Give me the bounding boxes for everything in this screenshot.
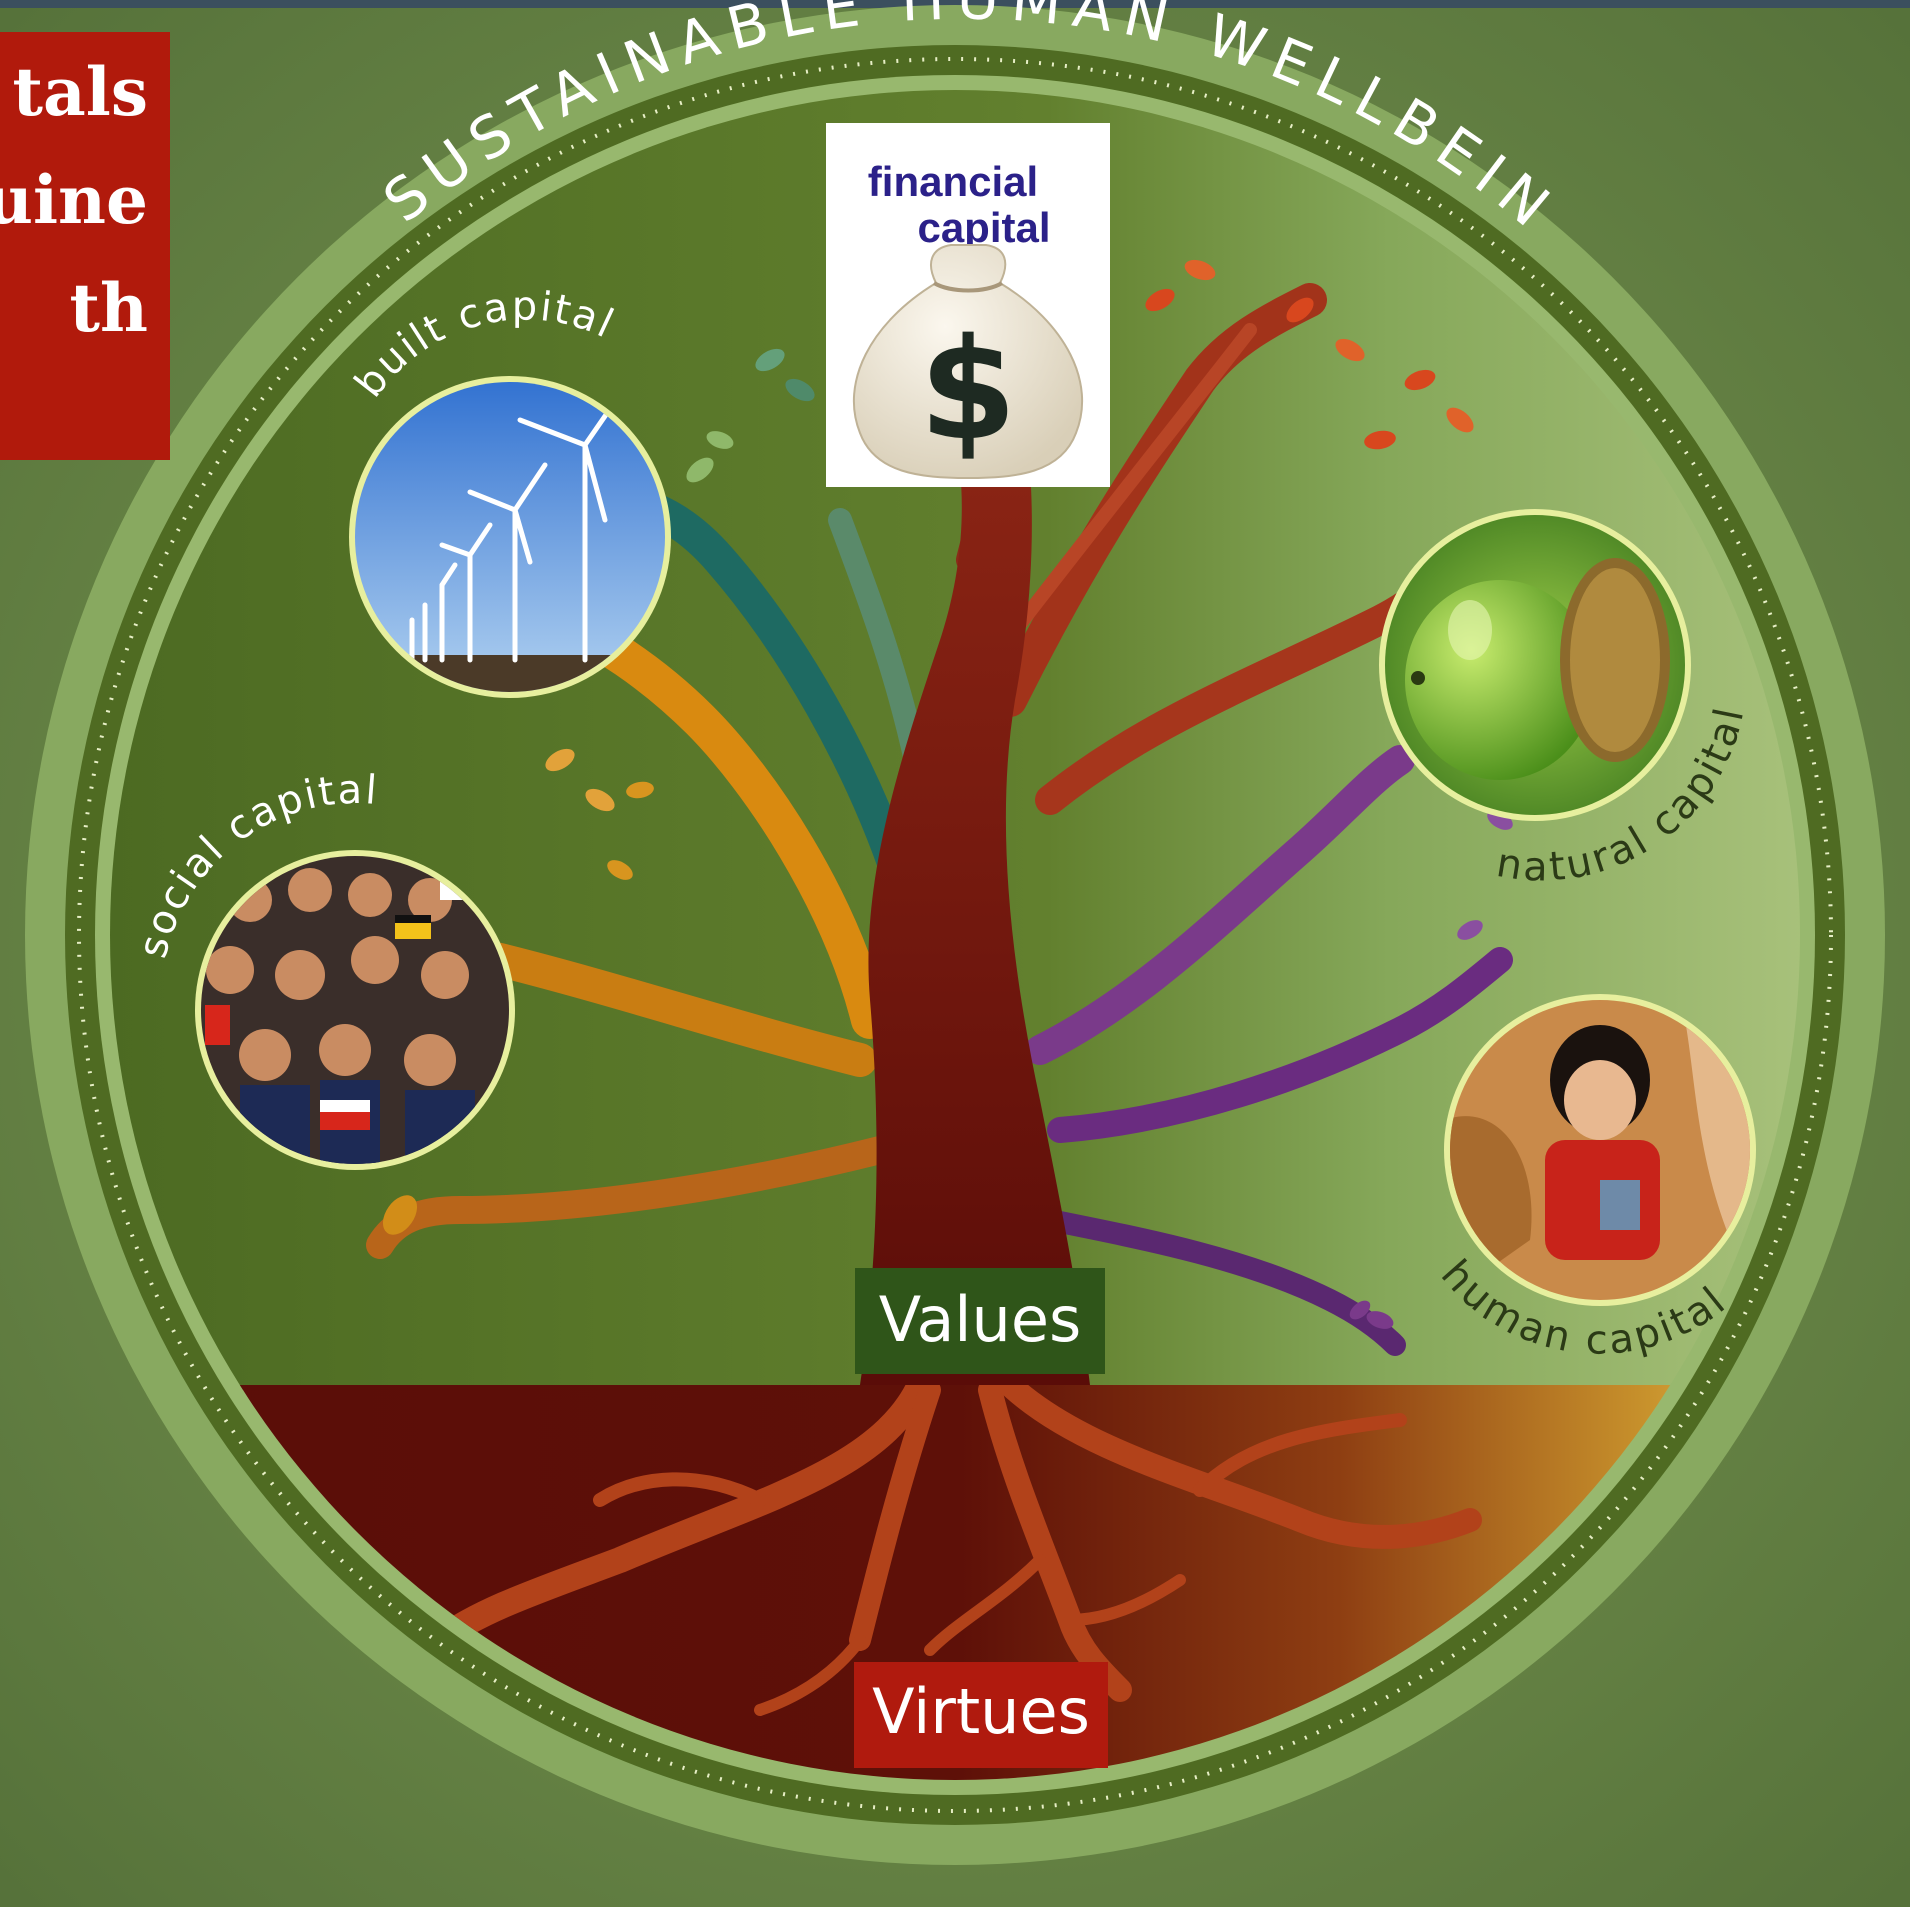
tree-trunk	[860, 470, 1090, 1385]
social-capital-photo	[195, 850, 515, 1170]
title-box: tals uine th	[0, 32, 170, 460]
financial-capital-card: financial capital $	[826, 123, 1110, 487]
branch-human	[1025, 745, 1415, 1065]
natural-capital-photo	[1379, 509, 1691, 821]
values-label: Values	[855, 1268, 1105, 1374]
human-capital-photo	[1444, 994, 1756, 1306]
title-line-3: th	[69, 269, 148, 347]
virtues-label: Virtues	[854, 1662, 1108, 1768]
svg-text:$: $	[919, 309, 1016, 472]
financial-capital-label: financial capital	[867, 158, 1051, 251]
top-edge	[0, 0, 1910, 8]
dotted-ring	[77, 57, 1833, 1813]
money-bag-dollar-icon: $	[852, 244, 1084, 480]
leaves	[382, 259, 1513, 1329]
title-line-1: tals	[12, 53, 148, 131]
branch-built	[623, 488, 917, 897]
title-line-2: uine	[0, 161, 148, 239]
built-capital-photo	[349, 376, 671, 698]
